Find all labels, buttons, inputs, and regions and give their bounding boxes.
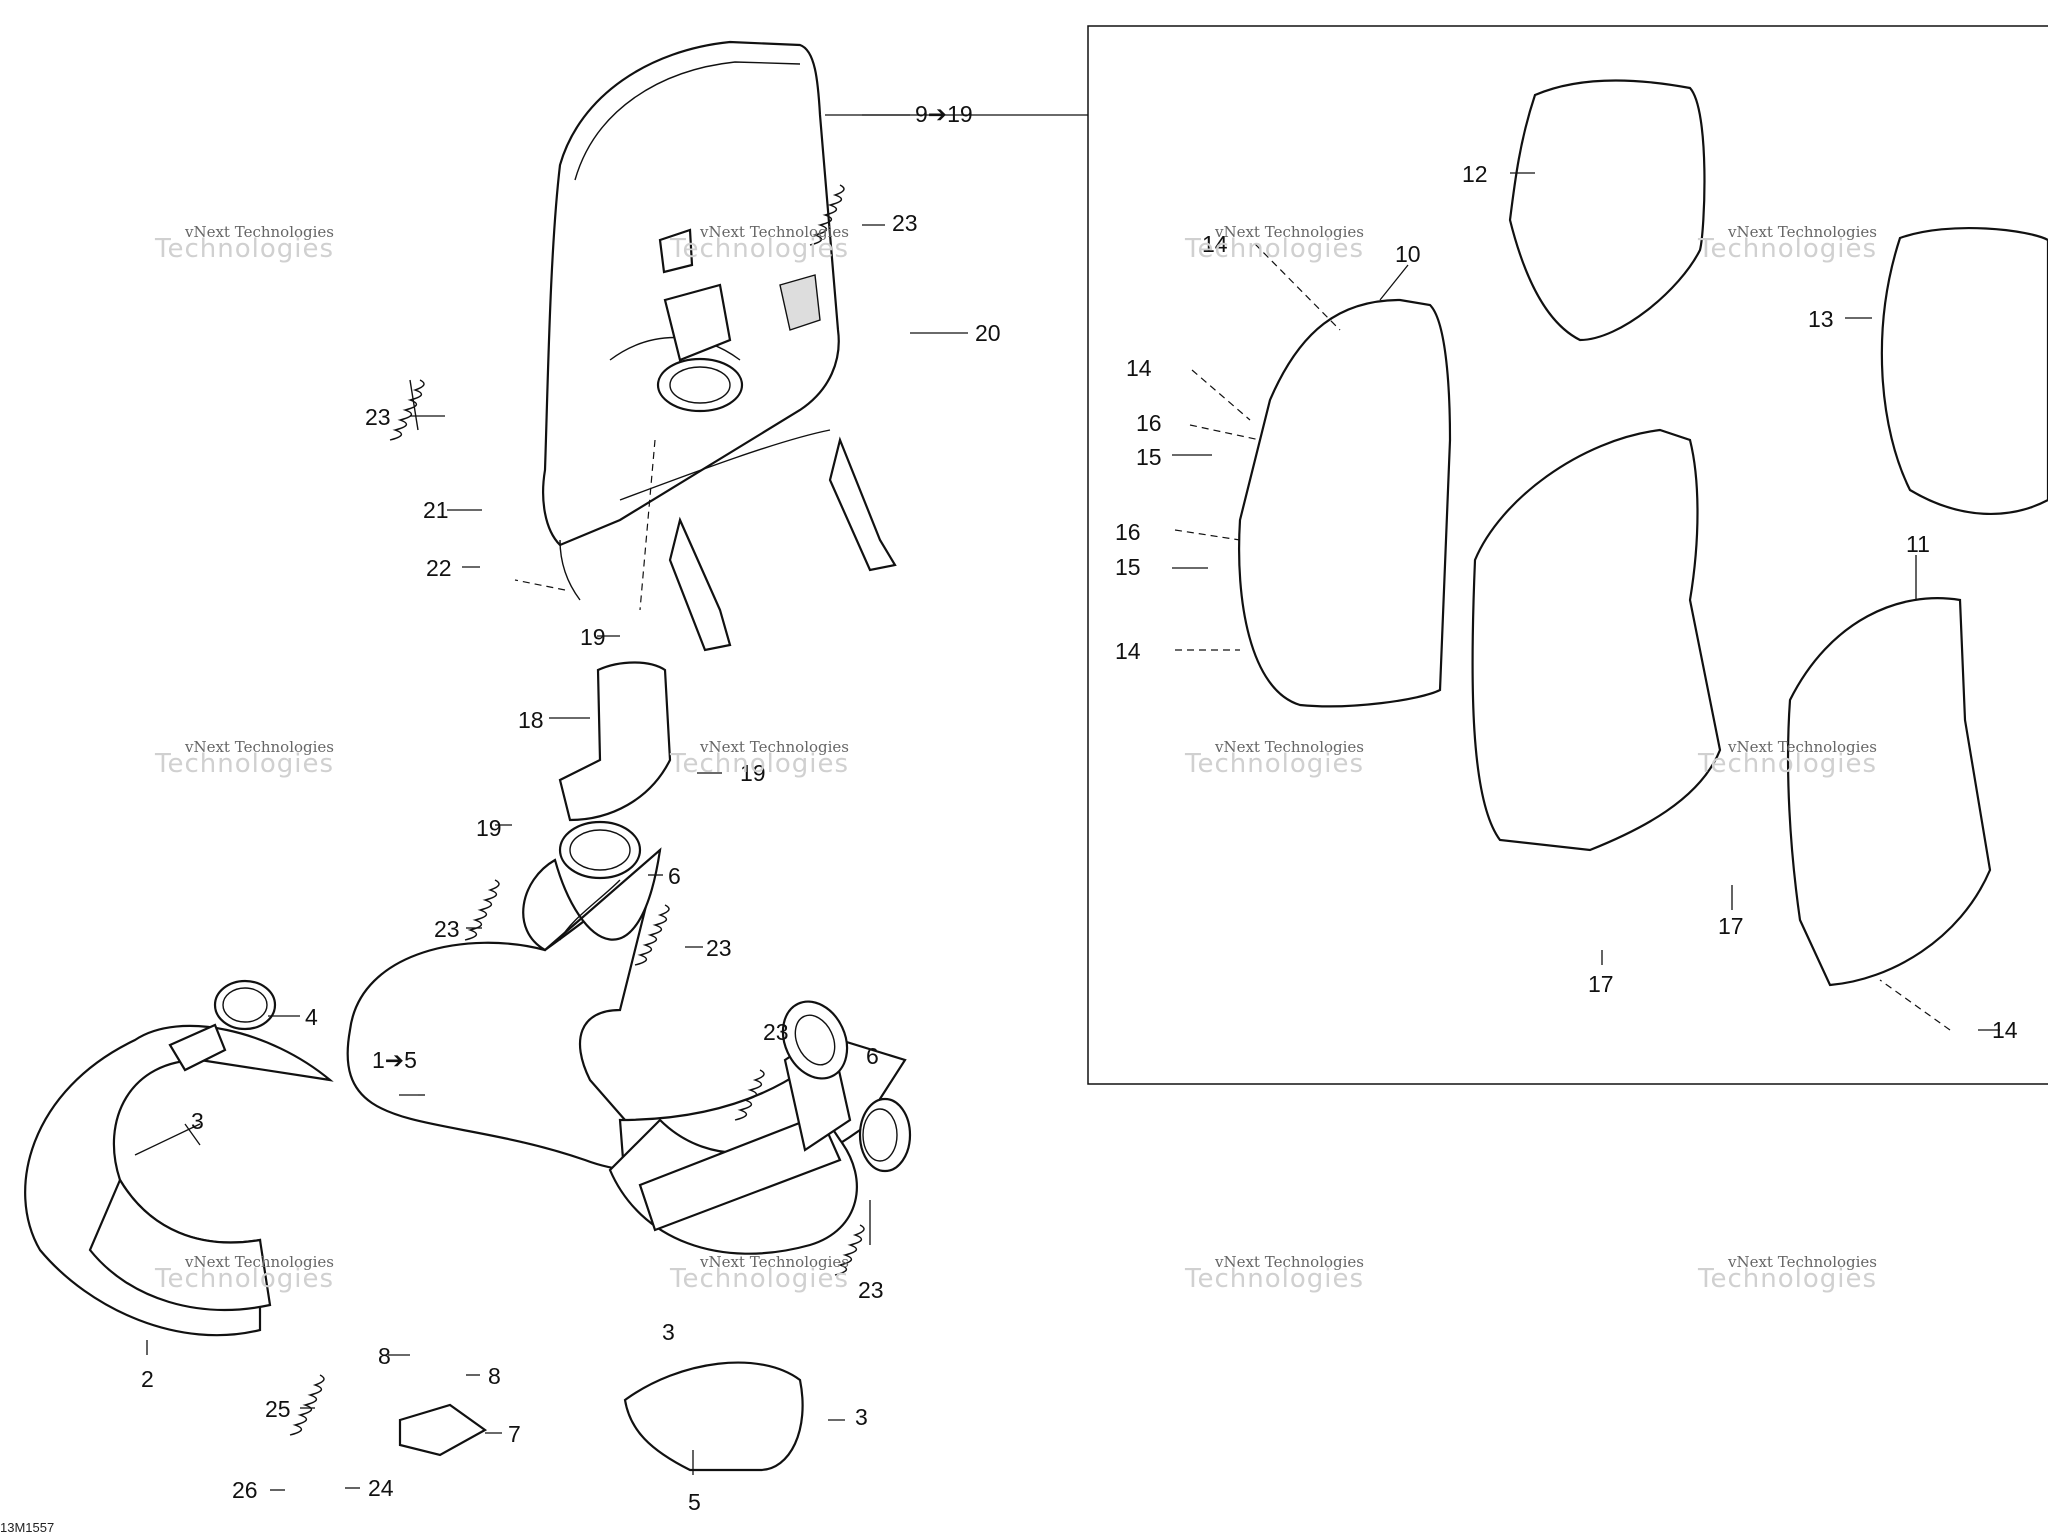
callout-23: 23 [365,404,391,430]
callout-13: 13 [1808,306,1834,332]
callout-23: 23 [763,1019,789,1045]
callout-6: 6 [668,863,681,889]
callout-8: 8 [488,1363,501,1389]
callout-4: 4 [305,1004,318,1030]
heat-shield-2 [24,1023,334,1337]
cover-12 [1508,79,1706,342]
callout-20: 20 [975,320,1001,346]
callout-14: 14 [1992,1017,2018,1043]
bracket-7 [398,1403,488,1457]
callout-24: 24 [368,1475,394,1501]
callout-26: 26 [232,1477,258,1503]
callout-15: 15 [1136,444,1162,470]
callout-3: 3 [855,1404,868,1430]
callout-17: 17 [1588,971,1614,997]
callout-3: 3 [662,1319,675,1345]
callout-23: 23 [892,210,918,236]
callout-21: 21 [423,497,449,523]
callout-22: 22 [426,555,452,581]
cover-13 [1880,226,2048,516]
callout-8: 8 [378,1343,391,1369]
callout-17: 17 [1718,913,1744,939]
inset-leader-lines [1172,172,2000,1031]
shield-5 [623,1361,804,1472]
callout-11: 11 [1906,531,1930,557]
callout-18: 18 [518,707,544,733]
muffler-half-10 [1238,298,1452,708]
muffler-half-11 [1786,597,1992,987]
callout-23: 23 [706,935,732,961]
clamp-4 [213,979,277,1031]
callout-1-5: 1➔5 [372,1047,417,1073]
callout-23: 23 [434,916,460,942]
ring-6-lower [858,1097,912,1173]
callout-14: 14 [1202,231,1228,257]
callout-25: 25 [265,1396,291,1422]
callout-7: 7 [508,1421,521,1447]
callout-19: 19 [476,815,502,841]
callout-2: 2 [141,1366,154,1392]
callout-9-19: 9➔19 [915,101,973,127]
ring-6-upper [558,820,642,880]
callout-12: 12 [1462,161,1488,187]
diagram-code: 13M1557 [0,1520,55,1535]
callout-16: 16 [1115,519,1141,545]
callout-6: 6 [866,1043,879,1069]
muffler-middle [1471,428,1722,852]
callout-23: 23 [858,1277,884,1303]
callout-15: 15 [1115,554,1141,580]
leader-lines [134,114,968,1491]
inset-frame [1087,25,2048,1085]
callout-14: 14 [1126,355,1152,381]
springs [289,184,865,1436]
callout-3: 3 [191,1108,204,1134]
mid-pipe [608,1000,858,1255]
callout-5: 5 [688,1489,701,1515]
callout-16: 16 [1136,410,1162,436]
callout-19: 19 [580,624,606,650]
callout-10: 10 [1395,241,1421,267]
callout-19: 19 [740,760,766,786]
shield-18 [558,661,672,822]
muffler-assembly [542,40,897,652]
callout-14: 14 [1115,638,1141,664]
